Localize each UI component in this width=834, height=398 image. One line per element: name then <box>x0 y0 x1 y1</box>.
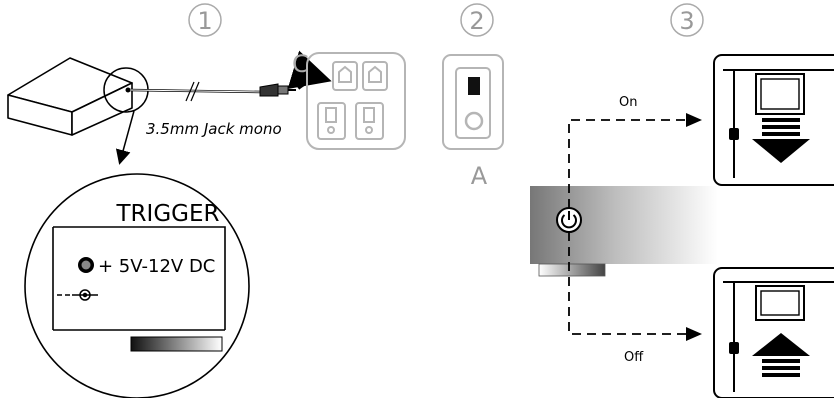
plug-in-arrow-icon <box>287 50 332 90</box>
switch-label-a: A <box>471 162 488 190</box>
power-icon <box>556 207 582 233</box>
svg-text:3: 3 <box>679 7 694 35</box>
step-number-3: 3 <box>670 3 704 37</box>
screen-up-panel <box>713 267 834 398</box>
trigger-title: TRIGGER <box>116 201 220 227</box>
trigger-panel-outline <box>53 226 226 331</box>
signal-lines <box>568 119 690 335</box>
step-number-2: 2 <box>460 3 494 37</box>
off-label: Off <box>624 350 644 365</box>
jack-plug-icon <box>259 83 296 97</box>
on-arrow-icon <box>686 113 702 127</box>
connector-label-c: C <box>292 50 309 78</box>
svg-text:2: 2 <box>469 7 484 35</box>
off-arrow-icon <box>686 327 702 341</box>
connector-panel <box>306 52 406 150</box>
trigger-gradient-bar <box>130 336 223 352</box>
power-switch <box>442 54 504 150</box>
jack-cable <box>129 81 263 102</box>
step-number-1: 1 <box>188 3 222 37</box>
svg-text:1: 1 <box>197 7 212 35</box>
jack-port-icon <box>125 87 131 93</box>
cable-label: 3.5mm Jack mono <box>146 120 282 138</box>
receiver-box <box>7 57 133 136</box>
detail-arrow-icon <box>115 110 135 165</box>
dc-polarity-icon <box>57 289 98 301</box>
trigger-spec: + 5V-12V DC <box>98 256 215 277</box>
screen-down-panel <box>713 54 834 186</box>
trigger-device <box>530 186 718 277</box>
trigger-jack-icon <box>78 257 94 273</box>
on-label: On <box>619 95 637 110</box>
